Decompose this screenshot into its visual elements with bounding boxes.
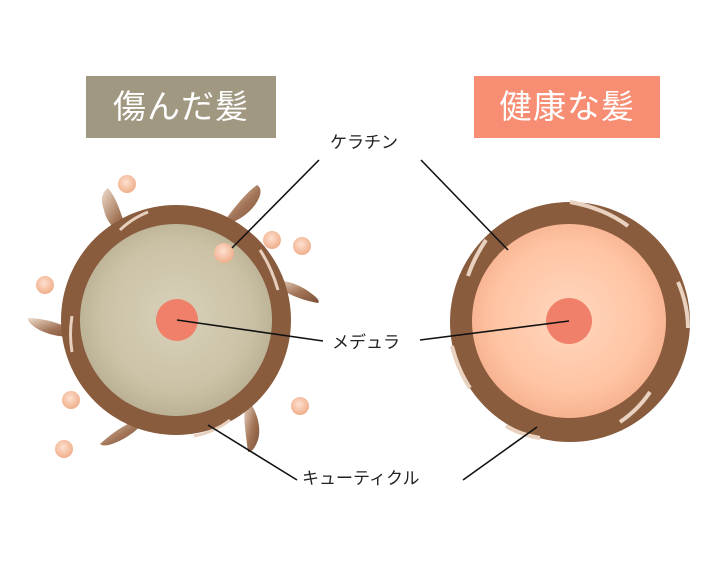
particle (293, 237, 311, 255)
particle (291, 397, 309, 415)
particle (214, 243, 234, 263)
keratin-label: ケラチン (330, 133, 398, 153)
damaged-cuticle-flake (101, 188, 134, 238)
leader-keratin-right (420, 159, 509, 251)
particle (36, 276, 54, 294)
particle (55, 440, 73, 458)
leader-keratin-left (231, 159, 320, 249)
cuticle-label: キューティクル (302, 469, 420, 489)
damaged-hair (27, 175, 319, 458)
particle (62, 391, 80, 409)
damaged-hair-title: 傷んだ髪 (86, 76, 276, 138)
healthy-hair-title: 健康な髪 (474, 76, 660, 138)
leader-lines (176, 159, 570, 481)
leader-medulla-right (419, 320, 570, 341)
damaged-cuticle-flake (244, 398, 260, 452)
particle (118, 175, 136, 193)
particle (263, 231, 281, 249)
damaged-cuticle-flake (222, 185, 261, 224)
leader-cuticle-left (207, 424, 298, 481)
leader-medulla-left (176, 319, 324, 342)
healthy-hair (450, 200, 690, 442)
medulla-label: メデュラ (332, 333, 400, 353)
leader-cuticle-right (462, 426, 538, 481)
